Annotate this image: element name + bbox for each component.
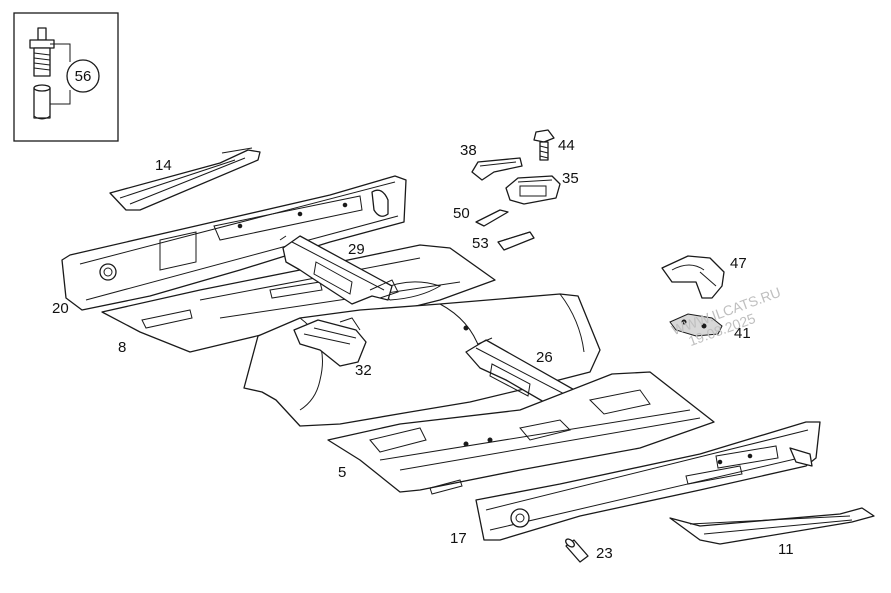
part-26-right-cross-member [465, 337, 579, 411]
callout-circle-56 [66, 59, 100, 93]
part-44-bolt [533, 129, 555, 161]
callout-35: 35 [562, 170, 579, 187]
callout-32: 32 [355, 362, 372, 379]
part-32-front-cross-member [293, 317, 367, 367]
callout-29: 29 [348, 241, 365, 258]
part-47-bracket [661, 255, 725, 299]
part-38-bracket [471, 157, 523, 181]
callout-26: 26 [536, 349, 553, 366]
callout-47: 47 [730, 255, 747, 272]
callout-23: 23 [596, 545, 613, 562]
part-14-sill-trim [109, 147, 261, 211]
callout-53: 53 [472, 235, 489, 252]
watermark: WWW.ILCATS.RU 19.08.2025 [669, 284, 782, 349]
callout-20: 20 [52, 300, 69, 317]
bolt-stud-part [29, 27, 55, 120]
part-20-left-side-member [61, 175, 407, 311]
part-29-left-cross-member [279, 235, 399, 305]
inset-box: 56 [13, 12, 119, 142]
callout-38: 38 [460, 142, 477, 159]
part-5-right-floor-pan [327, 371, 715, 495]
callout-14: 14 [155, 157, 172, 174]
callout-11: 11 [778, 541, 794, 558]
part-41-bracket [669, 313, 723, 337]
callout-line-56 [50, 43, 71, 62]
callout-56: 56 [75, 68, 92, 85]
part-53-plate [497, 231, 535, 251]
part-23-pin [565, 538, 589, 563]
callout-8: 8 [118, 339, 126, 356]
callout-5: 5 [338, 464, 346, 481]
part-35-block [505, 175, 561, 205]
callout-50: 50 [453, 205, 470, 222]
part-50-plate [475, 209, 509, 227]
part-17-right-side-member [475, 421, 821, 541]
part-11-sill-trim [669, 507, 875, 545]
callout-17: 17 [450, 530, 467, 547]
callout-44: 44 [558, 137, 575, 154]
callout-41: 41 [734, 325, 751, 342]
